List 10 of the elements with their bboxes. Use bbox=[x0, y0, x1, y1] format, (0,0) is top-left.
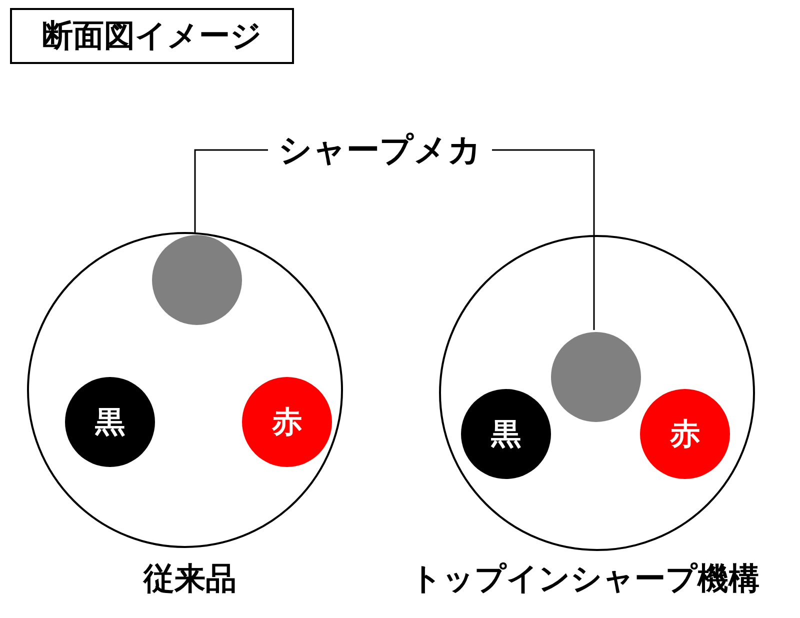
wire-label: 赤 bbox=[272, 404, 302, 442]
wire-label: 赤 bbox=[670, 416, 700, 454]
title-heading: 断面図イメージ bbox=[10, 8, 294, 64]
callout-label: シャープメカ bbox=[278, 128, 482, 170]
node-label: トップインシャープ機構 bbox=[410, 560, 760, 599]
wire-label: 黒 bbox=[491, 416, 521, 454]
leader-line bbox=[194, 149, 268, 233]
leader-line bbox=[492, 149, 595, 330]
node-label: 従来品 bbox=[144, 560, 236, 599]
wire-label: 黒 bbox=[95, 404, 125, 442]
